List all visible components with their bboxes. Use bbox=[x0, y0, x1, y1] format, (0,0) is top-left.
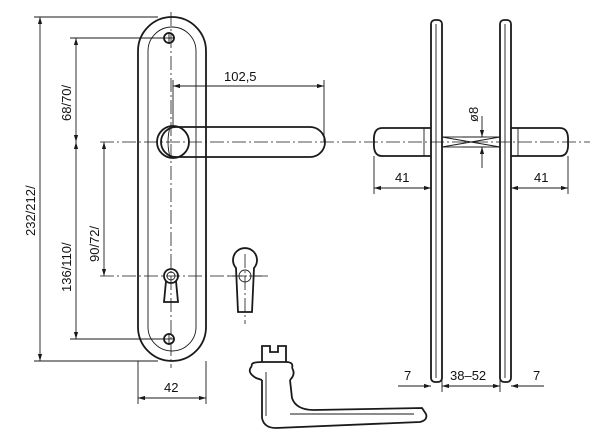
side-plate-right bbox=[499, 19, 512, 383]
dim-upper-height-text: 68/70/ bbox=[59, 84, 74, 121]
cylinder-keyhole-alt bbox=[228, 247, 262, 324]
dim-lever-length: 102,5 bbox=[173, 69, 324, 89]
dim-overall-height-text: 232/212/ bbox=[23, 185, 38, 236]
dim-lever-depth-left: 41 bbox=[373, 156, 431, 194]
dim-lower-height-text: 136/110/ bbox=[59, 242, 74, 292]
dim-lever-length-text: 102,5 bbox=[224, 69, 257, 84]
side-plate-left bbox=[430, 19, 443, 383]
dim-plate-thickness-right-text: 7 bbox=[533, 368, 540, 383]
dim-keyhole-offset-text: 90/72/ bbox=[87, 225, 102, 262]
screw-top bbox=[163, 32, 175, 44]
side-view bbox=[373, 19, 569, 383]
dim-overall-height: 232/212/ bbox=[23, 17, 43, 361]
dim-door-thickness-text: 38–52 bbox=[450, 368, 486, 383]
backplate-outer bbox=[137, 16, 207, 362]
backplate-front-view bbox=[137, 16, 207, 362]
dim-spindle-diameter: ø8 bbox=[462, 107, 486, 168]
dim-keyhole-offset: 90/72/ bbox=[87, 142, 107, 276]
dim-plate-thickness-left-text: 7 bbox=[404, 368, 411, 383]
dim-plate-width-text: 42 bbox=[164, 380, 178, 395]
dim-lever-depth-right: 41 bbox=[511, 156, 569, 194]
dim-spindle-diameter-text: ø8 bbox=[466, 107, 481, 122]
dim-thickness-row: 7 38–52 7 bbox=[398, 368, 544, 392]
dim-lower-height: 136/110/ bbox=[59, 142, 79, 339]
backplate-inner bbox=[147, 26, 197, 352]
lever-outline bbox=[160, 126, 326, 158]
lever-perspective-view bbox=[248, 345, 428, 429]
dim-lever-depth-right-text: 41 bbox=[534, 170, 548, 185]
dim-lever-depth-left-text: 41 bbox=[395, 170, 409, 185]
extension-lines-front bbox=[34, 16, 325, 404]
dim-plate-width: 42 bbox=[138, 380, 206, 401]
side-lever-left bbox=[373, 127, 431, 157]
side-lever-right bbox=[511, 127, 569, 157]
screw-bottom bbox=[163, 333, 175, 345]
dim-upper-height: 68/70/ bbox=[59, 38, 79, 142]
